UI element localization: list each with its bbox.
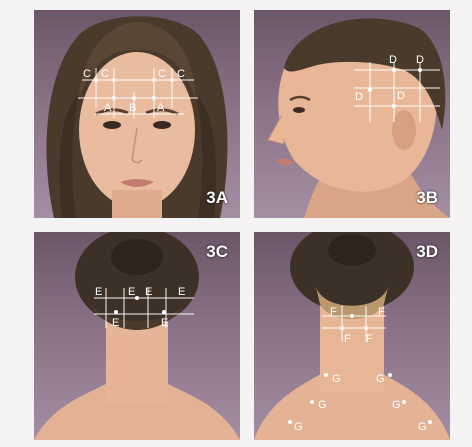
- panel-tag-3b: 3B: [416, 188, 438, 208]
- point-label-f: F: [330, 306, 337, 318]
- point-label-d: D: [397, 90, 405, 102]
- point-label-g: G: [318, 399, 327, 411]
- panel-3d: F F F F G G G G G G 3D: [254, 232, 450, 440]
- point-label-d: D: [389, 54, 397, 66]
- point-label-e: E: [178, 286, 185, 298]
- panel-tag-3d: 3D: [416, 242, 438, 262]
- panel-3a: C C C C A B A 3A: [34, 10, 240, 218]
- point-label-g: G: [376, 373, 385, 385]
- point-label-d: D: [355, 91, 363, 103]
- panel-3c: E E E E E E 3C: [34, 232, 240, 440]
- point-label-a: A: [157, 102, 165, 114]
- point-label-c: C: [101, 68, 109, 80]
- panel-3b: D D D D 3B: [254, 10, 450, 218]
- point-label-f: F: [366, 333, 373, 345]
- point-label-e: E: [161, 317, 168, 329]
- point-label-g: G: [294, 421, 303, 433]
- panel-tag-3a: 3A: [206, 188, 228, 208]
- point-label-g: G: [392, 399, 401, 411]
- point-label-b: B: [129, 102, 136, 114]
- panel-3a-grid: C C C C A B A: [34, 10, 240, 218]
- point-label-e: E: [95, 286, 102, 298]
- point-label-e: E: [145, 286, 152, 298]
- point-label-g: G: [418, 421, 427, 433]
- point-label-c: C: [83, 68, 91, 80]
- point-label-c: C: [177, 68, 185, 80]
- panel-3c-grid: E E E E E E: [34, 232, 240, 440]
- point-label-e: E: [112, 317, 119, 329]
- point-label-g: G: [332, 373, 341, 385]
- panel-3d-grid: F F F F G G G G G G: [254, 232, 450, 440]
- point-label-e: E: [128, 286, 135, 298]
- point-label-f: F: [378, 306, 385, 318]
- panel-tag-3c: 3C: [206, 242, 228, 262]
- point-label-f: F: [344, 333, 351, 345]
- panel-3b-grid: D D D D: [254, 10, 450, 218]
- point-label-c: C: [158, 68, 166, 80]
- point-label-d: D: [416, 54, 424, 66]
- point-label-a: A: [104, 102, 112, 114]
